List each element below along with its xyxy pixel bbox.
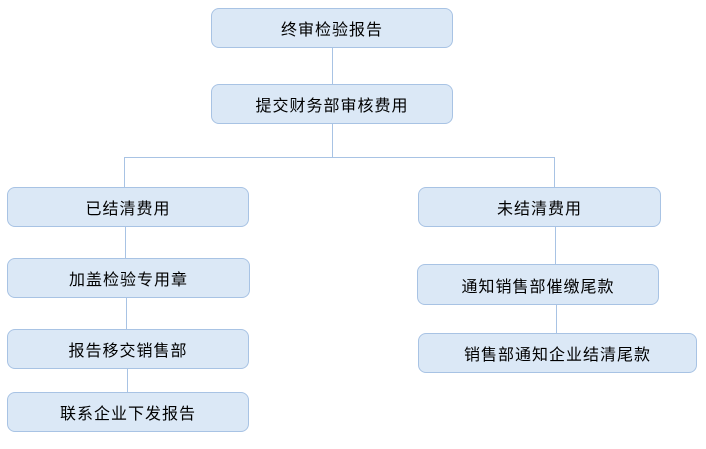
connector-stamp-seal-to-report-to-sales [126, 298, 127, 329]
node-submit-finance: 提交财务部审核费用 [211, 84, 453, 124]
node-fees-settled-label: 已结清费用 [85, 199, 171, 218]
node-notify-sales-balance-label: 通知销售部催缴尾款 [461, 276, 615, 296]
node-report-to-sales-label: 报告移交销售部 [68, 341, 188, 360]
connector-submit-finance-to-branch [332, 124, 333, 158]
node-final-report-label: 终审检验报告 [280, 20, 383, 39]
connector-notify-sales-to-sales-notify-enterprise [556, 305, 557, 333]
node-final-report: 终审检验报告 [211, 8, 453, 48]
node-stamp-seal: 加盖检验专用章 [7, 258, 250, 298]
node-fees-unsettled-label: 未结清费用 [496, 199, 582, 218]
connector-branch-to-fees-settled [124, 157, 125, 187]
node-contact-enterprise: 联系企业下发报告 [7, 392, 249, 432]
node-stamp-seal-label: 加盖检验专用章 [68, 270, 188, 289]
connector-fees-settled-to-stamp-seal [125, 227, 126, 258]
node-sales-notify-enterprise-label: 销售部通知企业结清尾款 [463, 345, 651, 364]
node-notify-sales-balance: 通知销售部催缴尾款 [417, 264, 659, 305]
node-sales-notify-enterprise: 销售部通知企业结清尾款 [418, 333, 697, 373]
connector-final-report-to-submit-finance [332, 48, 333, 84]
connector-fees-unsettled-to-notify-sales [555, 227, 556, 264]
node-contact-enterprise-label: 联系企业下发报告 [59, 404, 196, 423]
node-fees-settled: 已结清费用 [7, 187, 249, 227]
connector-branch-to-fees-unsettled [554, 157, 555, 187]
node-fees-unsettled: 未结清费用 [418, 187, 661, 227]
node-submit-finance-label: 提交财务部审核费用 [255, 96, 409, 115]
connector-report-to-sales-to-contact-enterprise [127, 369, 128, 392]
node-report-to-sales: 报告移交销售部 [7, 329, 249, 369]
connector-branch-horizontal [124, 157, 555, 158]
